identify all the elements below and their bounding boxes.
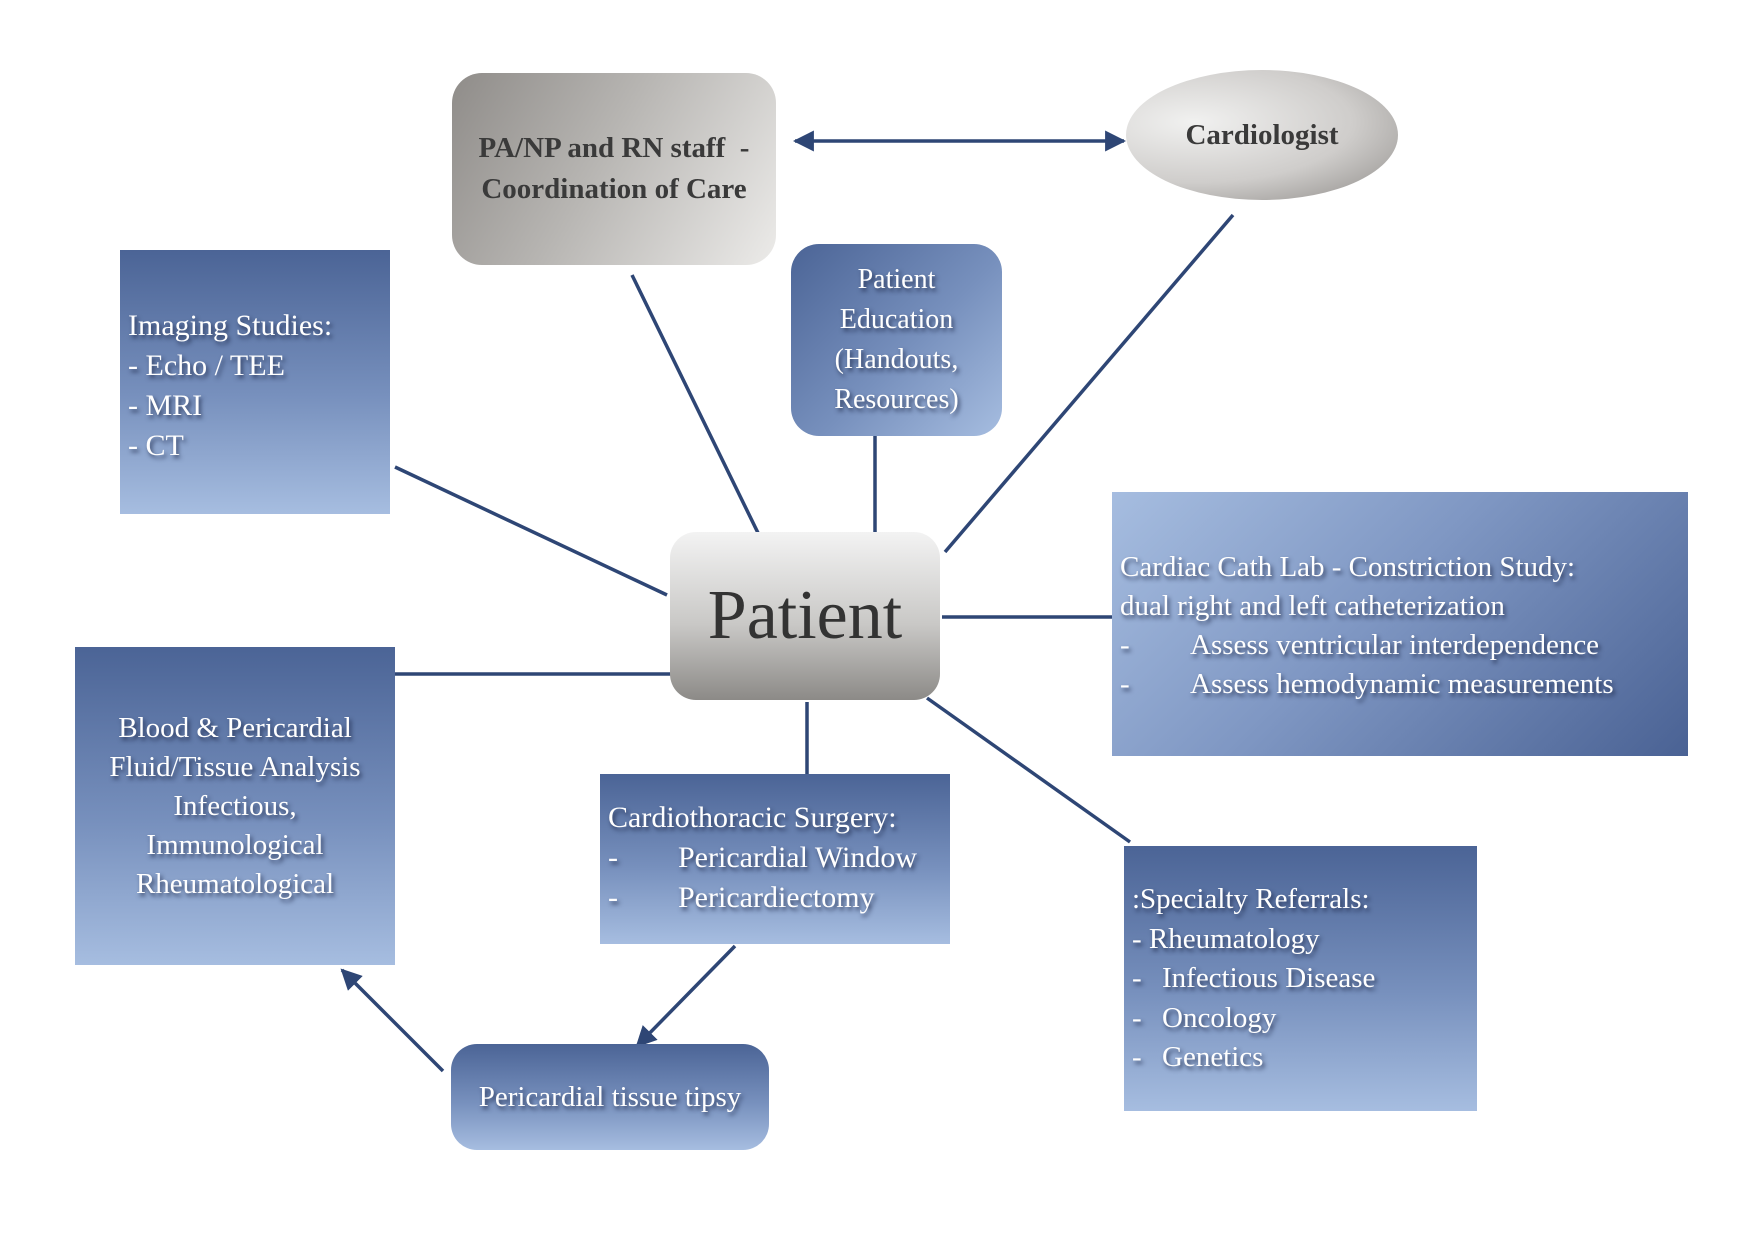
- node-text-line: - Rheumatology: [1132, 922, 1320, 955]
- bullet-text: Pericardial Window: [678, 841, 918, 874]
- node-text-line: Rheumatological: [135, 868, 335, 900]
- node-title: Imaging Studies:: [128, 309, 333, 342]
- bullet-marker: -: [1120, 668, 1130, 700]
- cardiologist-node: Cardiologist: [1126, 70, 1398, 200]
- edge-imaging-patient: [394, 465, 668, 597]
- node-title: :Specialty Referrals:: [1132, 883, 1370, 915]
- specialty-referrals-node: :Specialty Referrals: - Rheumatology -In…: [1124, 846, 1477, 1111]
- cardiothoracic-surgery-node: Cardiothoracic Surgery: - Pericardial Win…: [600, 774, 950, 944]
- node-text-line: Patient: [857, 264, 936, 295]
- bullet-marker: -: [608, 841, 618, 874]
- edge-coordination-patient: [630, 274, 762, 538]
- bullet-text: Assess ventricular interdependence: [1190, 629, 1600, 661]
- node-text-line: (Handouts,: [834, 344, 959, 375]
- node-text-line: Education: [839, 304, 954, 335]
- bullet-text: Oncology: [1162, 1001, 1277, 1034]
- node-text-line: Coordination of Care: [481, 173, 747, 205]
- patient-node: Patient: [670, 532, 940, 700]
- edge-cardiologist-patient: [943, 213, 1235, 554]
- bullet-item: - Pericardiectomy: [608, 878, 950, 918]
- imaging-studies-node: Imaging Studies: - Echo / TEE - MRI - CT: [120, 250, 390, 514]
- bullet-text: Infectious Disease: [1162, 962, 1376, 994]
- bullet-item: -Infectious Disease: [1132, 959, 1477, 999]
- blood-analysis-node: Blood & Pericardial Fluid/Tissue Analysi…: [75, 647, 395, 965]
- node-text-line: - CT: [128, 429, 184, 462]
- node-label: Cardiologist: [1185, 118, 1339, 151]
- node-label: Patient: [707, 577, 903, 654]
- bullet-marker: -: [1132, 1001, 1142, 1034]
- bullet-marker: -: [1132, 1041, 1142, 1073]
- node-label: Pericardial tissue tipsy: [478, 1080, 742, 1113]
- bullet-item: -Genetics: [1132, 1038, 1477, 1078]
- bullet-item: -Oncology: [1132, 999, 1477, 1039]
- edge-surgery-biopsy: [635, 944, 737, 1048]
- bullet-text: Genetics: [1162, 1041, 1264, 1073]
- pericardial-biopsy-node: Pericardial tissue tipsy: [451, 1044, 769, 1150]
- bullet-marker: -: [1120, 629, 1130, 661]
- node-title: Cardiac Cath Lab - Constriction Study:: [1120, 551, 1576, 583]
- cath-lab-node: Cardiac Cath Lab - Constriction Study: d…: [1112, 492, 1688, 756]
- bullet-marker: -: [1132, 962, 1142, 994]
- node-text-line: Blood & Pericardial: [118, 712, 352, 744]
- node-text-line: Immunological: [146, 829, 324, 861]
- patient-education-node: Patient Education (Handouts, Resources): [791, 244, 1002, 436]
- node-title: Cardiothoracic Surgery:: [608, 801, 897, 834]
- edge-specialty-patient: [925, 696, 1132, 844]
- node-text-line: Fluid/Tissue Analysis: [109, 751, 361, 783]
- bullet-item: - Assess hemodynamic measurements: [1120, 665, 1688, 704]
- node-text-line: - Echo / TEE: [128, 349, 285, 382]
- bullet-text: Assess hemodynamic measurements: [1190, 668, 1614, 700]
- node-text-line: - MRI: [128, 389, 203, 422]
- coordination-of-care-node: PA/NP and RN staff - Coordination of Car…: [452, 73, 776, 265]
- bullet-marker: -: [608, 881, 618, 914]
- bullet-item: - Assess ventricular interdependence: [1120, 626, 1688, 665]
- node-text-line: dual right and left catheterization: [1120, 590, 1505, 622]
- edge-biopsy-blood: [340, 968, 445, 1073]
- bullet-text: Pericardiectomy: [678, 881, 875, 914]
- bullet-item: - Pericardial Window: [608, 838, 950, 878]
- node-text-line: Resources): [834, 384, 959, 415]
- node-text-line: Infectious,: [173, 790, 297, 822]
- node-text-line: PA/NP and RN staff -: [478, 132, 750, 164]
